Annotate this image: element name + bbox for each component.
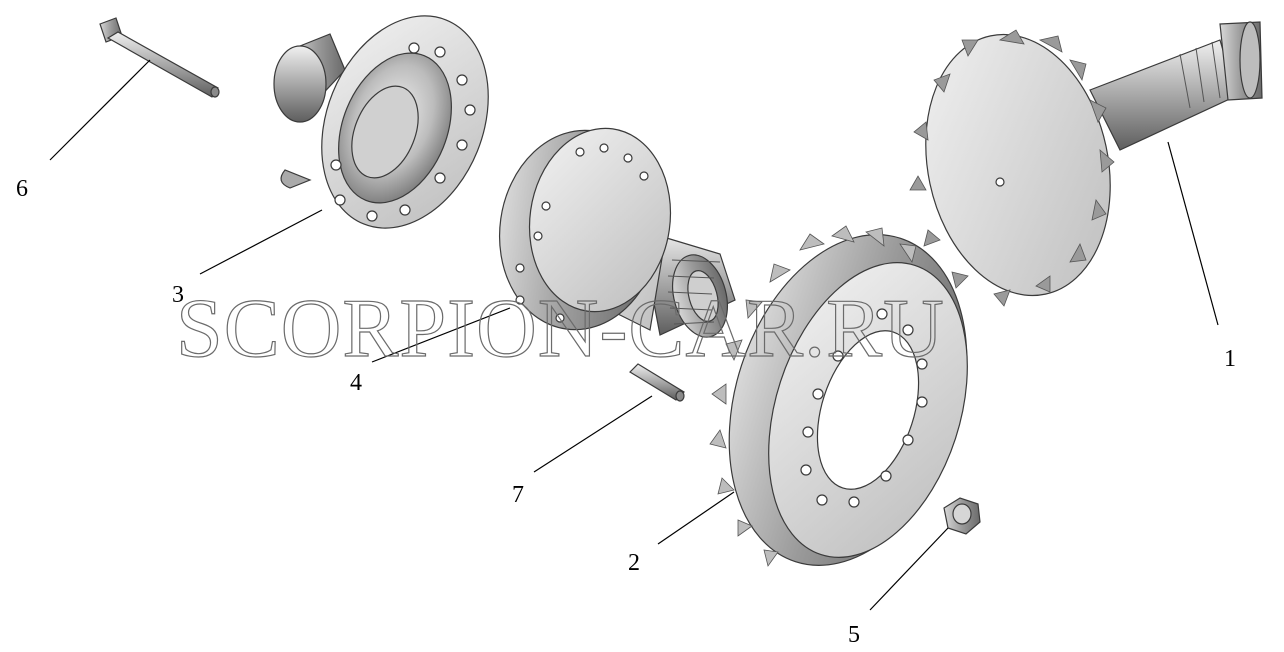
leader-line-2 [657, 491, 735, 545]
leader-line-4 [371, 307, 511, 363]
dowel-pin-icon [629, 363, 685, 402]
callout-labels: 1 2 3 4 5 6 7 [16, 176, 1236, 648]
differential-case-splined-hub-icon [498, 127, 736, 338]
leader-line-6 [49, 59, 151, 161]
nut-icon [943, 497, 981, 535]
callout-2: 2 [628, 550, 640, 576]
callout-4: 4 [350, 370, 362, 396]
callout-7: 7 [512, 482, 524, 508]
leader-line-1 [1167, 141, 1219, 326]
callout-5: 5 [848, 622, 860, 648]
bevel-pinion-gear-shaft-icon [909, 21, 1263, 307]
callout-3: 3 [172, 282, 184, 308]
bolt-icon [99, 17, 220, 98]
watermark-text: SCORPION-CAR.RU [176, 282, 945, 375]
leader-lines [49, 59, 1219, 611]
ring-gear-icon [709, 225, 968, 567]
differential-case-half-icon [273, 15, 489, 229]
leader-line-5 [869, 527, 949, 611]
callout-1: 1 [1224, 346, 1236, 372]
leader-line-3 [199, 209, 323, 275]
callout-6: 6 [16, 176, 28, 202]
leader-line-7 [533, 395, 653, 473]
